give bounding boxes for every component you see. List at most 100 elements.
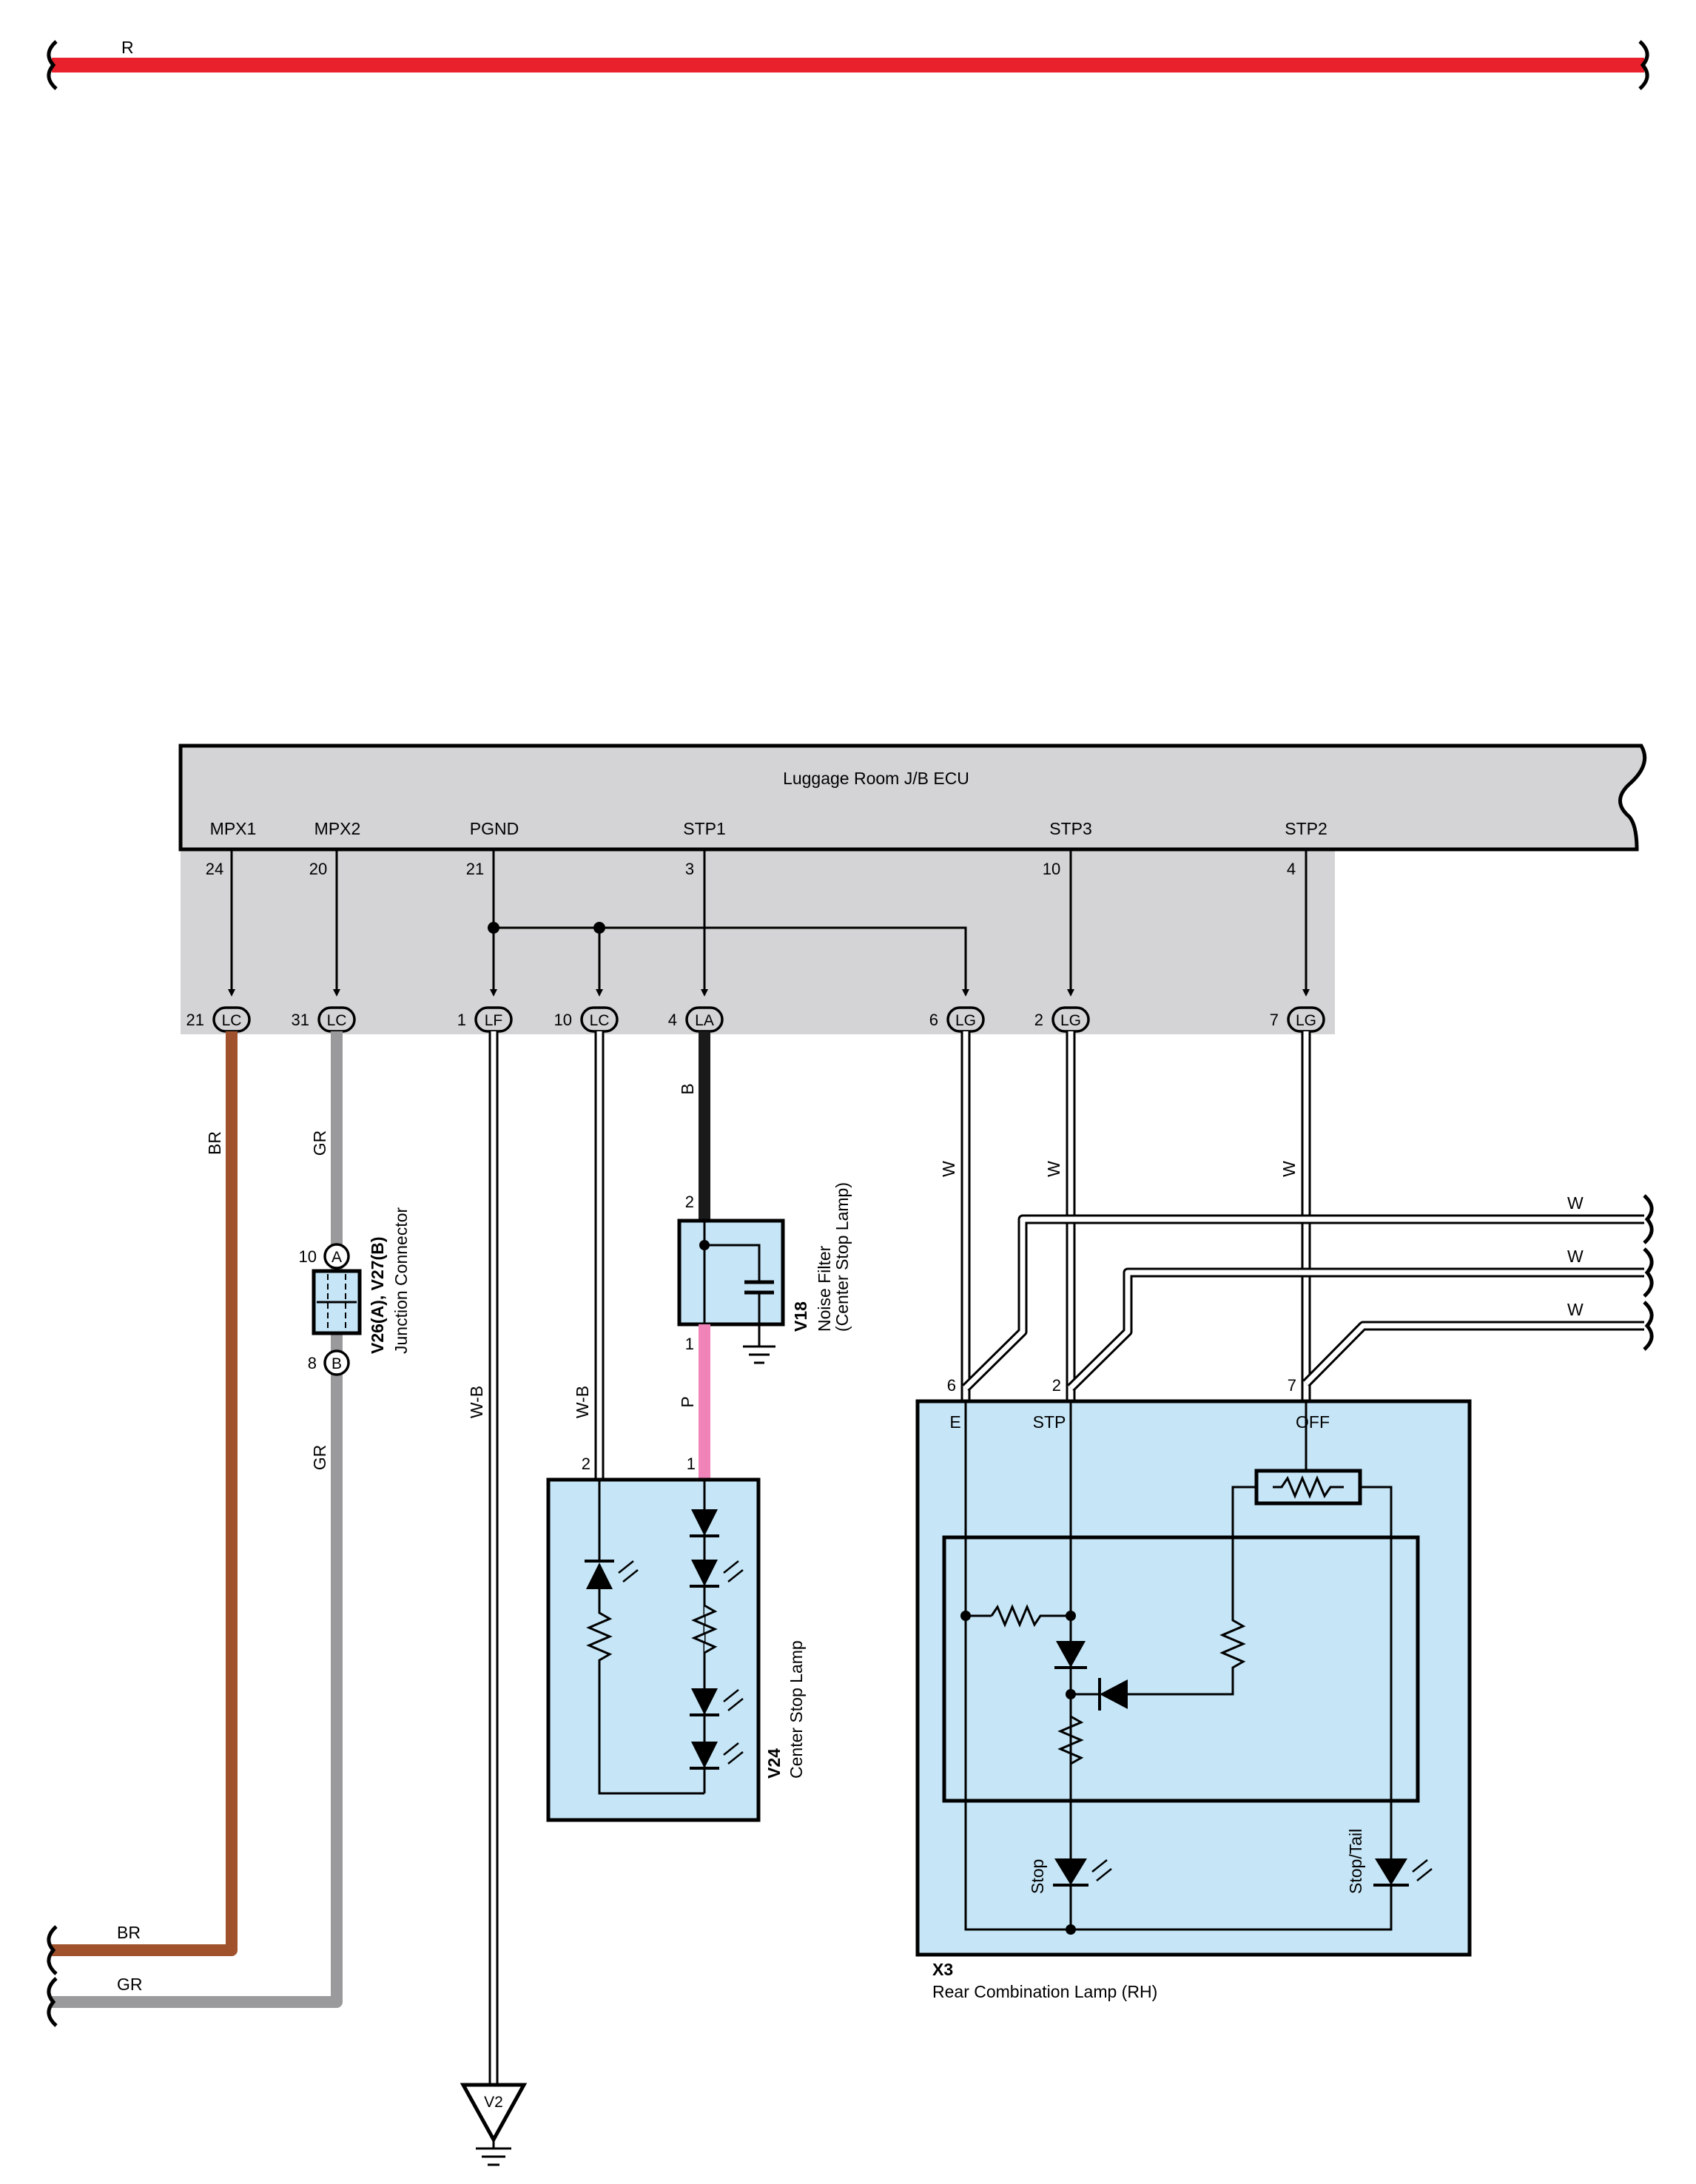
br-wire: BR BR: [47, 1031, 238, 1975]
rcl-pin-2: 2: [1052, 1376, 1061, 1395]
ecu-terminal-mpx1: MPX1: [210, 819, 257, 838]
ecu-pin-stp3: 10: [1043, 860, 1060, 878]
center-stop-lamp: 2 1 V24 Center Stop Lamp: [546, 1455, 806, 1822]
gr-wire-label: GR: [310, 1130, 329, 1156]
svg-text:LC: LC: [222, 1012, 242, 1029]
noise-filter: 2 1 V18 Noise Filter (Center Stop Lamp): [677, 1182, 852, 1364]
ecu-terminal-stp3: STP3: [1049, 819, 1092, 838]
junction-connector: A B 10 8 V26(A), V27(B) Junction Connect…: [299, 1207, 411, 1376]
jb-connector-3: LF 1: [457, 1006, 513, 1033]
rcl-pin-7: 7: [1288, 1376, 1296, 1395]
svg-text:2: 2: [1034, 1011, 1043, 1029]
jc-code: V26(A), V27(B): [368, 1237, 387, 1354]
svg-text:LC: LC: [327, 1012, 347, 1029]
rcl-pin-6: 6: [947, 1376, 956, 1395]
junction-dot: [488, 922, 499, 934]
pgnd-bus: [494, 926, 969, 997]
jc-letter-b: B: [332, 1355, 342, 1372]
led-stop-tail-label: Stop/Tail: [1346, 1829, 1365, 1894]
svg-text:4: 4: [668, 1011, 677, 1029]
csl-code: V24: [764, 1748, 784, 1779]
br-wire-bottom-label: BR: [117, 1923, 141, 1942]
led-icon: [690, 1509, 719, 1537]
ecu-terminal-pgnd: PGND: [470, 819, 519, 838]
jb-connector-4: LC 10: [554, 1006, 619, 1033]
gr-wire-bottom-label: GR: [117, 1975, 143, 1994]
led-icon: [690, 1560, 744, 1588]
wb-wire-label: W-B: [467, 1386, 486, 1418]
rear-combination-lamp: 6 2 7 E STP OFF: [915, 1376, 1472, 2001]
luggage-room-jb-ecu: Luggage Room J/B ECU MPX1 MPX2 PGND STP1…: [178, 744, 1647, 1034]
w-wire-label-1: W: [939, 1161, 958, 1177]
gr-wire-label-2: GR: [310, 1445, 329, 1471]
svg-text:LF: LF: [485, 1012, 503, 1029]
rcl-terminal-off: OFF: [1296, 1412, 1330, 1432]
rcl-code: X3: [932, 1960, 953, 1979]
top-red-wire: R: [47, 38, 1649, 90]
ecu-name: Luggage Room J/B ECU: [783, 769, 969, 788]
csl-pin-left: 2: [582, 1455, 590, 1473]
jb-connector-2: LC 31: [292, 1006, 356, 1033]
svg-text:LG: LG: [955, 1012, 976, 1029]
ecu-pin-stp1: 3: [685, 860, 694, 878]
csl-name: Center Stop Lamp: [787, 1640, 806, 1779]
svg-text:LA: LA: [695, 1012, 714, 1029]
noise-filter-code: V18: [791, 1301, 810, 1332]
jc-letter-a: A: [332, 1249, 342, 1266]
jc-pin-a: 10: [299, 1247, 317, 1266]
jc-pin-b: 8: [308, 1354, 317, 1372]
w-right-label-3: W: [1567, 1300, 1584, 1319]
junction-dot: [593, 922, 605, 934]
w-wires-rear: [960, 1031, 1654, 1401]
svg-text:1: 1: [457, 1011, 466, 1029]
ecu-pin-stp2: 4: [1287, 860, 1296, 878]
ecu-pin-mpx1: 24: [206, 860, 223, 878]
jb-connector-8: LG 7: [1270, 1006, 1325, 1033]
ecu-pin-pgnd: 21: [466, 860, 484, 878]
ecu-terminal-stp1: STP1: [683, 819, 726, 838]
noise-filter-name: Noise Filter: [815, 1245, 834, 1332]
svg-text:LG: LG: [1296, 1012, 1316, 1029]
diode-icon: [1054, 1641, 1087, 1669]
ground-code: V2: [484, 2094, 503, 2111]
w-wire-label-3: W: [1279, 1161, 1299, 1177]
csl-pin-right: 1: [687, 1455, 696, 1473]
noise-filter-subname: (Center Stop Lamp): [832, 1182, 852, 1332]
led-stop-label: Stop: [1028, 1859, 1047, 1894]
b-wire: B: [678, 1031, 710, 1221]
svg-text:31: 31: [292, 1011, 309, 1029]
w-right-label-1: W: [1567, 1193, 1584, 1213]
gr-wire: GR GR GR: [47, 1031, 343, 2027]
jb-connector-6: LG 6: [929, 1006, 985, 1033]
wb-lamp-wire: W-B: [573, 1031, 605, 1480]
noise-filter-pin-bottom: 1: [685, 1335, 694, 1353]
ecu-terminal-stp2: STP2: [1285, 819, 1327, 838]
svg-text:21: 21: [186, 1011, 204, 1029]
led-icon: [690, 1742, 744, 1770]
jb-connector-1: LC 21: [186, 1006, 251, 1033]
svg-text:LG: LG: [1060, 1012, 1081, 1029]
noise-filter-pin-top: 2: [685, 1193, 694, 1211]
rcl-terminal-e: E: [949, 1412, 960, 1432]
rcl-terminal-stp: STP: [1033, 1412, 1066, 1432]
jc-name: Junction Connector: [391, 1207, 411, 1354]
br-wire-label: BR: [205, 1131, 224, 1155]
svg-text:LC: LC: [590, 1012, 610, 1029]
w-wire-label-2: W: [1044, 1161, 1063, 1177]
b-wire-label: B: [678, 1083, 697, 1094]
svg-text:6: 6: [929, 1011, 938, 1029]
wb-ground-wire: W-B V2: [460, 1031, 528, 2166]
ecu-terminal-mpx2: MPX2: [314, 819, 361, 838]
ecu-pin-mpx2: 20: [309, 860, 327, 878]
jb-connector-7: LG 2: [1034, 1006, 1090, 1033]
svg-text:7: 7: [1270, 1011, 1279, 1029]
wb-lamp-wire-label: W-B: [573, 1386, 592, 1418]
led-icon: [690, 1688, 744, 1716]
svg-text:10: 10: [554, 1011, 572, 1029]
top-wire-color-label: R: [121, 38, 134, 57]
diode-icon: [1071, 1678, 1128, 1711]
p-wire-label: P: [678, 1396, 697, 1407]
rcl-name: Rear Combination Lamp (RH): [932, 1982, 1157, 2001]
led-icon: [586, 1563, 613, 1589]
